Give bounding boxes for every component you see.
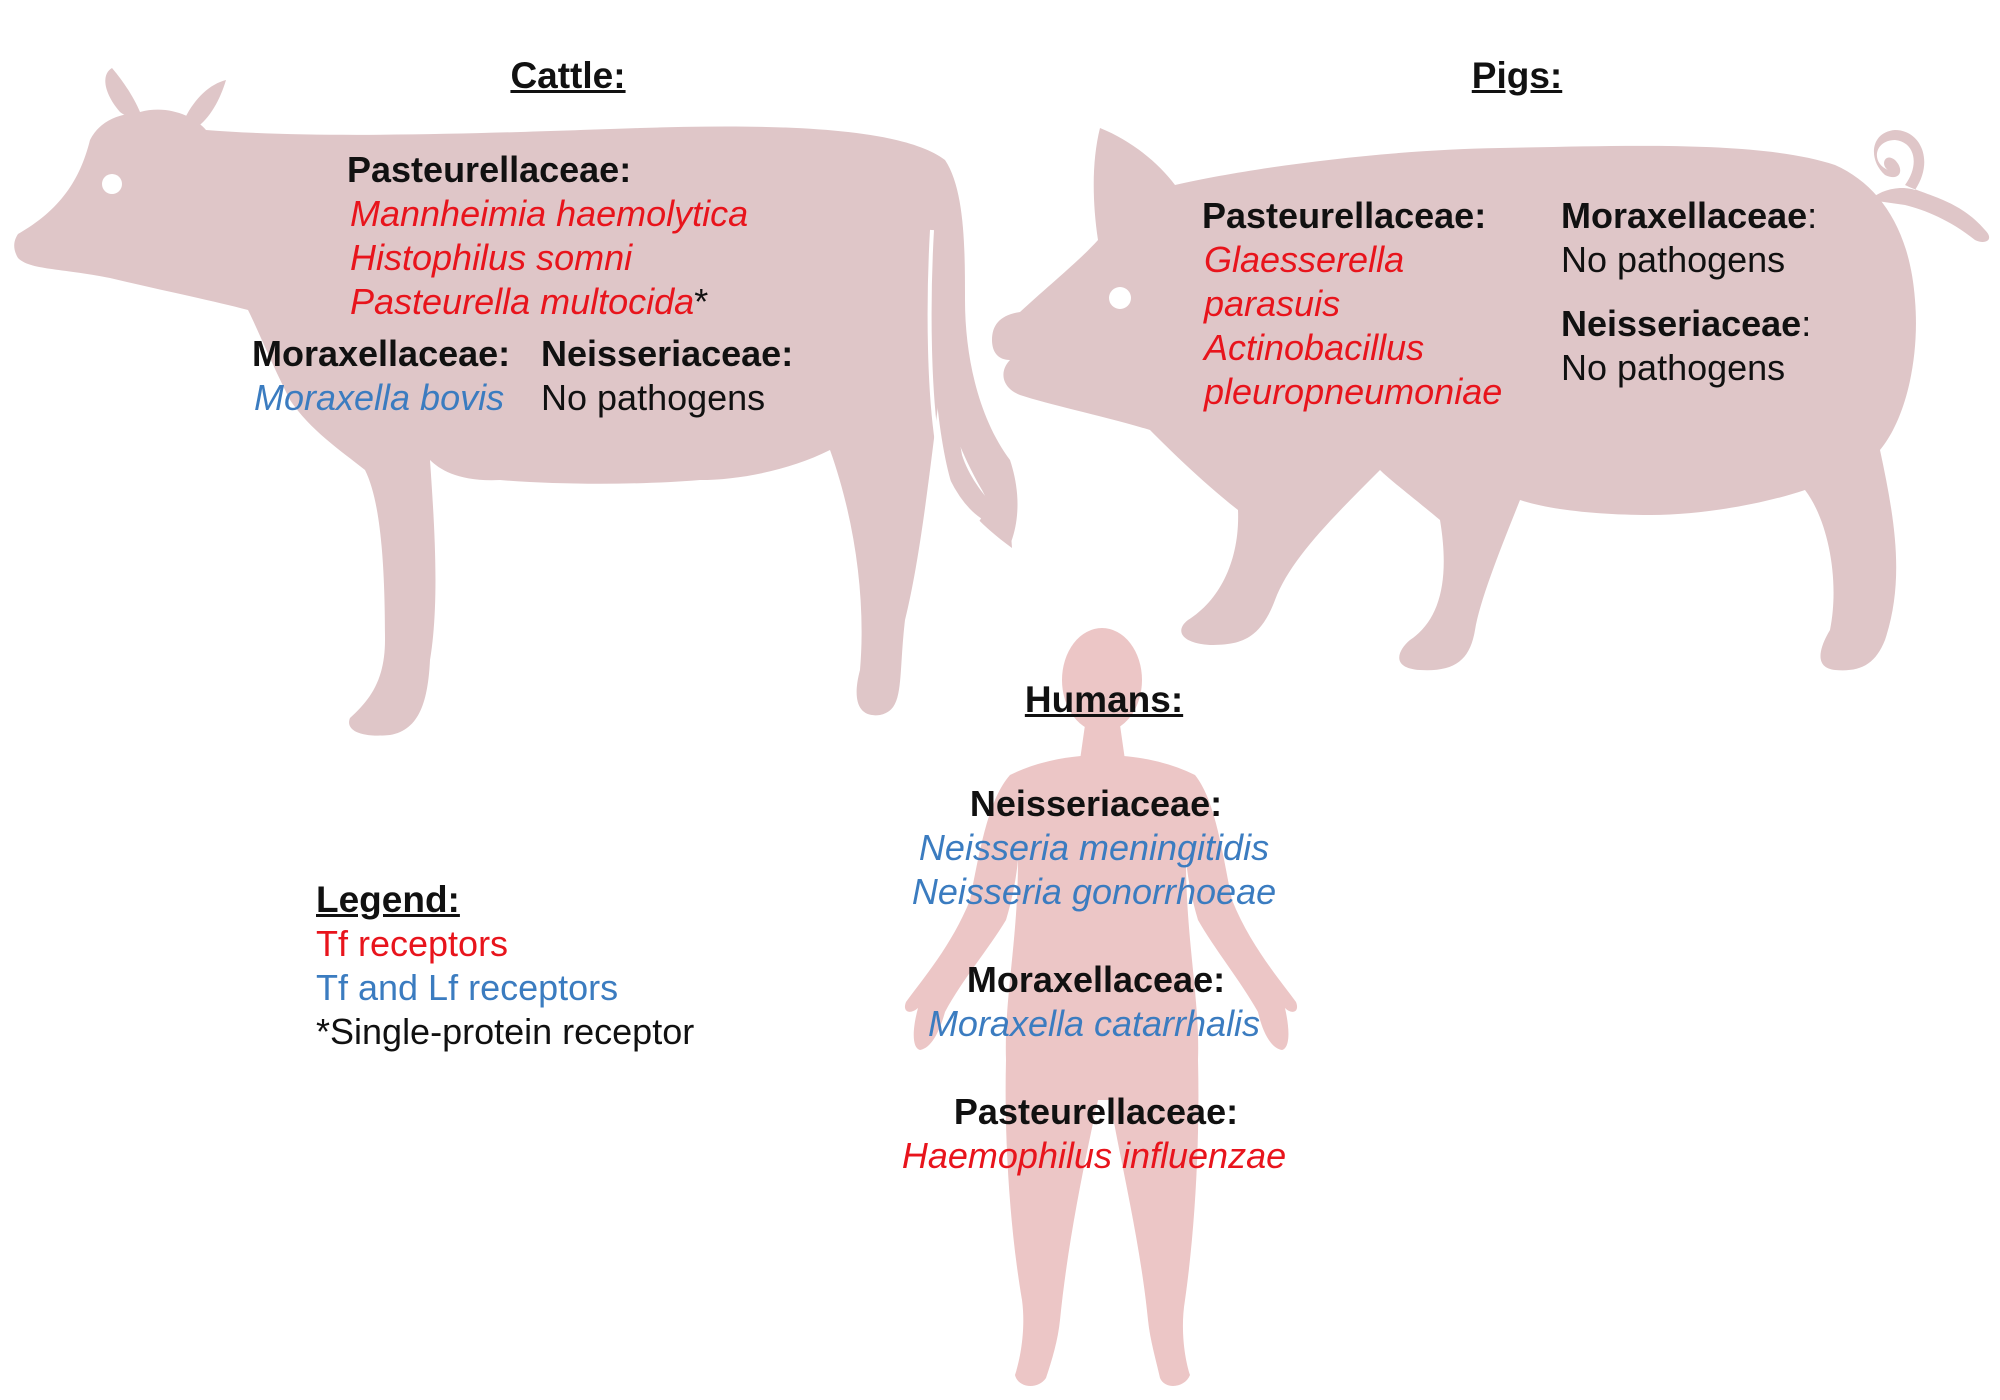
cattle-pasteurellaceae-species-3: Pasteurella multocida (350, 281, 695, 322)
humans-moraxellaceae-species: Moraxella catarrhalis (927, 1003, 1261, 1044)
pigs-pasteurellaceae-label: Pasteurellaceae: (1202, 195, 1487, 236)
cow-silhouette-icon (14, 68, 1018, 736)
pigs-pasteurellaceae-species-line-1: Glaesserella (1204, 239, 1405, 280)
pigs-moraxellaceae-note: No pathogens (1561, 239, 1786, 280)
humans-heading: Humans: (1024, 679, 1184, 720)
legend-title: Legend: (316, 879, 460, 920)
single-protein-asterisk: * (694, 281, 709, 322)
cattle-heading: Cattle: (510, 55, 626, 96)
pigs-neisseriaceae-label-line: Neisseriaceae: (1561, 302, 1811, 346)
legend-single-protein-receptor: *Single-protein receptor (316, 1011, 695, 1052)
pigs-moraxellaceae-label-line: Moraxellaceae: (1561, 194, 1817, 238)
cattle-pasteurellaceae-species-1: Mannheimia haemolytica (350, 193, 749, 234)
humans-moraxellaceae-label: Moraxellaceae: (966, 959, 1226, 1000)
humans-neisseriaceae-species-1: Neisseria meningitidis (918, 827, 1270, 868)
pigs-moraxellaceae-colon: : (1807, 195, 1818, 236)
legend-tf-lf-receptors: Tf and Lf receptors (316, 967, 619, 1008)
cattle-neisseriaceae-note: No pathogens (541, 377, 766, 418)
pigs-pasteurellaceae-species-line-2: parasuis (1204, 283, 1341, 324)
human-silhouette-icon (904, 628, 1298, 1386)
pigs-moraxellaceae-label: Moraxellaceae (1561, 195, 1808, 236)
cattle-moraxellaceae-label: Moraxellaceae: (252, 333, 511, 374)
pigs-pasteurellaceae-species-line-4: pleuropneumoniae (1204, 371, 1503, 412)
pigs-neisseriaceae-note: No pathogens (1561, 347, 1786, 388)
humans-neisseriaceae-species-2: Neisseria gonorrhoeae (911, 871, 1277, 912)
humans-pasteurellaceae-species: Haemophilus influenzae (901, 1135, 1287, 1176)
humans-pasteurellaceae-label: Pasteurellaceae: (953, 1091, 1239, 1132)
humans-neisseriaceae-label: Neisseriaceae: (969, 783, 1223, 824)
pigs-heading: Pigs: (1471, 55, 1563, 96)
cattle-neisseriaceae-label: Neisseriaceae: (541, 333, 794, 374)
pigs-neisseriaceae-colon: : (1801, 303, 1812, 344)
pigs-neisseriaceae-label: Neisseriaceae (1561, 303, 1802, 344)
cattle-moraxellaceae-species: Moraxella bovis (254, 377, 505, 418)
pig-silhouette-icon (992, 128, 1990, 671)
cattle-pasteurellaceae-species-3-line: Pasteurella multocida* (350, 280, 708, 324)
cattle-pasteurellaceae-label: Pasteurellaceae: (347, 149, 632, 190)
legend-tf-receptors: Tf receptors (316, 923, 509, 964)
pigs-pasteurellaceae-species-line-3: Actinobacillus (1204, 327, 1425, 368)
cattle-pasteurellaceae-species-2: Histophilus somni (350, 237, 633, 278)
